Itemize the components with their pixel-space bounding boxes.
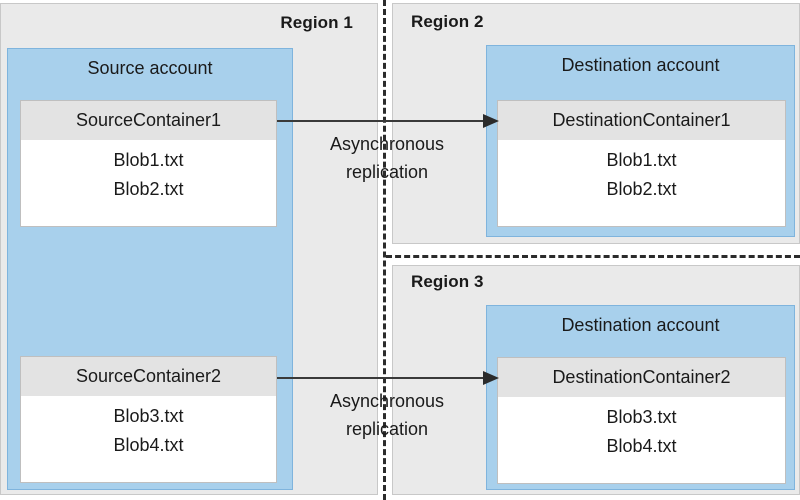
blob-list-source-container-2: Blob3.txt Blob4.txt <box>21 396 276 482</box>
blob-item: Blob2.txt <box>113 179 184 200</box>
container-destination-container-2: DestinationContainer2 Blob3.txt Blob4.tx… <box>497 357 786 484</box>
container-source-container-2: SourceContainer2 Blob3.txt Blob4.txt <box>20 356 277 483</box>
blob-item: Blob4.txt <box>113 435 184 456</box>
destination-account-title-region2: Destination account <box>561 55 720 75</box>
container-header-source-container-2: SourceContainer2 <box>21 357 276 396</box>
blob-list-source-container-1: Blob1.txt Blob2.txt <box>21 140 276 226</box>
blob-list-destination-container-1: Blob1.txt Blob2.txt <box>498 140 785 226</box>
blob-item: Blob3.txt <box>113 406 184 426</box>
replication-label-2-line1: Asynchronous <box>329 391 445 411</box>
replication-label-2: Asynchronous replication <box>287 388 487 444</box>
region-label-region3: Region 3 <box>411 272 484 291</box>
blob-list-destination-container-2: Blob3.txt Blob4.txt <box>498 397 785 483</box>
container-header-destination-container-2: DestinationContainer2 <box>498 358 785 397</box>
blob-item: Blob2.txt <box>606 179 677 200</box>
blob-item: Blob4.txt <box>606 436 677 457</box>
region-label-region1: Region 1 <box>280 13 353 32</box>
replication-arrow-1-icon <box>277 114 499 128</box>
container-header-source-container-1: SourceContainer1 <box>21 101 276 140</box>
container-destination-container-1: DestinationContainer1 Blob1.txt Blob2.tx… <box>497 100 786 227</box>
container-header-destination-container-1: DestinationContainer1 <box>498 101 785 140</box>
region-divider-vertical <box>383 0 386 500</box>
blob-item: Blob1.txt <box>113 150 184 170</box>
blob-item: Blob1.txt <box>606 150 677 170</box>
replication-arrow-2-icon <box>277 371 499 385</box>
replication-label-1-line2: replication <box>345 161 429 182</box>
destination-account-title-region3: Destination account <box>561 315 720 335</box>
replication-label-1: Asynchronous replication <box>287 131 487 187</box>
source-account-title: Source account <box>87 58 213 78</box>
region-divider-horizontal <box>386 255 800 258</box>
container-source-container-1: SourceContainer1 Blob1.txt Blob2.txt <box>20 100 277 227</box>
region-label-region2: Region 2 <box>411 12 484 31</box>
replication-label-2-line2: replication <box>345 418 429 439</box>
blob-item: Blob3.txt <box>606 407 677 427</box>
replication-label-1-line1: Asynchronous <box>329 134 445 154</box>
